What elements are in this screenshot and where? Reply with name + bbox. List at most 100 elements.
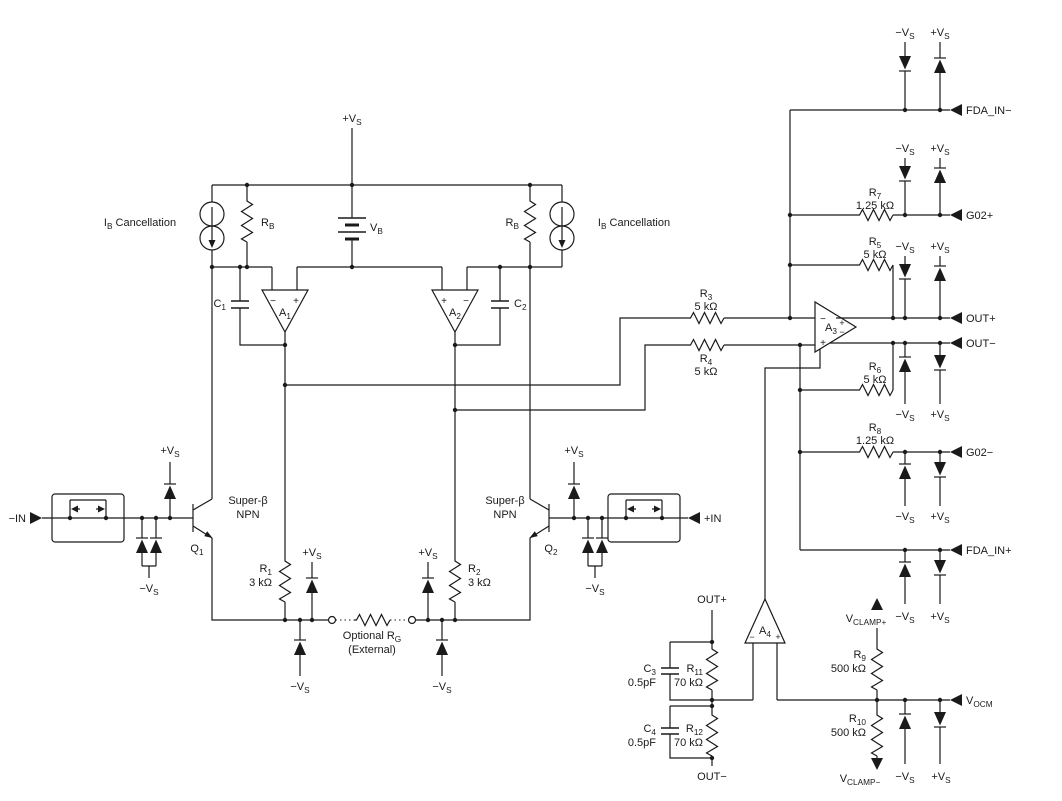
label-r5-name: R5: [869, 236, 882, 250]
capacitor-c1-symbol: [231, 300, 249, 309]
pin-label-out-neg: OUT−: [966, 338, 996, 350]
label-clamp7-pos: +VS: [931, 771, 951, 785]
label-vs-in-right-neg: −VS: [585, 583, 605, 597]
esd-clamp-diodes: [135, 55, 947, 730]
pin-arrows: [30, 104, 962, 770]
label-vs-top: +VS: [342, 113, 362, 127]
capacitor-c4-symbol: [661, 727, 679, 735]
label-vs-in-right-pos: +VS: [564, 445, 584, 459]
label-neg-in: −IN: [9, 513, 26, 525]
pin-label-g02-pos: G02+: [966, 210, 993, 222]
label-vs-in-left-neg: −VS: [139, 583, 159, 597]
pin-fda-in-neg-arrow: [950, 104, 962, 116]
label-vs-in-left-pos: +VS: [160, 445, 180, 459]
resistor-r5-symbol: [856, 258, 894, 272]
resistor-r9-symbol: [870, 645, 884, 691]
resistor-rb-right-symbol: [523, 197, 537, 243]
transistor-q1-symbol: [192, 498, 213, 539]
diode-icon: [581, 537, 595, 554]
label-q1: Q1: [190, 543, 204, 557]
label-vclamp-pos: VCLAMP+: [846, 613, 887, 627]
pin-pos-in-arrow: [688, 512, 700, 524]
label-rg-2: (External): [348, 644, 396, 656]
wires-core: [42, 42, 950, 766]
label-clamp2-pos: +VS: [930, 143, 950, 157]
transistor-q2-symbol: [529, 498, 550, 539]
label-r10-name: R10: [849, 713, 867, 727]
label-r3-value: 5 kΩ: [695, 301, 718, 313]
diode-icon: [933, 167, 947, 184]
label-q2: Q2: [544, 543, 558, 557]
resistor-r1-symbol: [278, 557, 292, 603]
label-q1-type-1: Super-β: [228, 495, 267, 507]
resistor-rg-symbol: [353, 613, 391, 627]
label-ib-cancel-left: IB Cancellation: [104, 217, 176, 231]
label-r4-name: R4: [700, 353, 713, 367]
battery-vb-symbol: [338, 217, 366, 241]
label-r1-name: R1: [259, 563, 272, 577]
label-r7-value: 1.25 kΩ: [856, 200, 894, 212]
current-source-right-icon: [549, 201, 575, 251]
label-clamp1-pos: +VS: [930, 27, 950, 41]
label-r11-value: 70 kΩ: [674, 677, 703, 689]
a2-minus-mark: −: [463, 296, 469, 307]
label-r3-name: R3: [700, 288, 713, 302]
resistor-r3-symbol: [687, 311, 725, 325]
current-source-left-icon: [199, 201, 225, 251]
label-r7-name: R7: [869, 187, 882, 201]
label-ib-cancel-right: IB Cancellation: [598, 217, 670, 231]
diode-icon: [149, 537, 163, 554]
label-c3-name: C3: [643, 663, 656, 677]
resistor-r2-symbol: [448, 557, 462, 603]
diode-icon: [595, 537, 609, 554]
a3-in-plus-mark: +: [820, 338, 826, 349]
label-net-out-neg: OUT−: [697, 771, 727, 783]
diode-icon: [421, 577, 435, 594]
diode-icon: [933, 57, 947, 74]
diode-icon: [435, 639, 449, 656]
label-vclamp-neg: VCLAMP−: [840, 773, 881, 787]
label-r4-value: 5 kΩ: [695, 366, 718, 378]
opamp-a3-symbol: [814, 300, 858, 354]
rg-terminal-left: [327, 615, 337, 625]
label-r6-name: R6: [869, 361, 882, 375]
capacitor-c2-symbol: [491, 300, 509, 309]
diode-icon: [933, 559, 947, 576]
pin-neg-in-arrow: [30, 512, 42, 524]
label-r1-value: 3 kΩ: [249, 577, 272, 589]
diode-icon: [567, 483, 581, 500]
resistor-r8-symbol: [856, 445, 894, 459]
label-vs-r1-neg: −VS: [290, 681, 310, 695]
junction-dots: [67, 107, 943, 761]
label-pos-in: +IN: [704, 513, 721, 525]
label-r11-name: R11: [686, 663, 703, 677]
label-vs-r2-pos: +VS: [418, 547, 438, 561]
label-clamp2-neg: −VS: [895, 143, 915, 157]
label-clamp5-neg: −VS: [895, 511, 915, 525]
label-r5-value: 5 kΩ: [864, 249, 887, 261]
label-r6-value: 5 kΩ: [864, 374, 887, 386]
diode-icon: [898, 463, 912, 480]
pin-label-vocm: VOCM: [966, 695, 993, 709]
label-rb-right: RB: [506, 217, 520, 231]
label-net-out-pos: OUT+: [697, 594, 727, 606]
diode-icon: [898, 165, 912, 182]
diode-icon: [898, 561, 912, 578]
label-a2: A2: [449, 307, 461, 321]
diode-icon: [135, 537, 149, 554]
pin-label-fda-in-pos: FDA_IN+: [966, 545, 1012, 557]
opamp-a2-symbol: [430, 289, 480, 334]
diode-icon: [898, 263, 912, 280]
vclamp-neg-terminal-icon: [871, 758, 883, 770]
diode-icon: [898, 713, 912, 730]
diode-icon: [898, 55, 912, 72]
resistor-r4-symbol: [687, 338, 725, 352]
pin-fda-in-pos-arrow: [950, 544, 962, 556]
diode-icon: [305, 577, 319, 594]
label-r9-name: R9: [853, 649, 866, 663]
label-r10-value: 500 kΩ: [831, 727, 866, 739]
diode-icon: [933, 354, 947, 371]
esd-cell-right: [607, 493, 681, 543]
pin-vocm-arrow: [950, 694, 962, 706]
